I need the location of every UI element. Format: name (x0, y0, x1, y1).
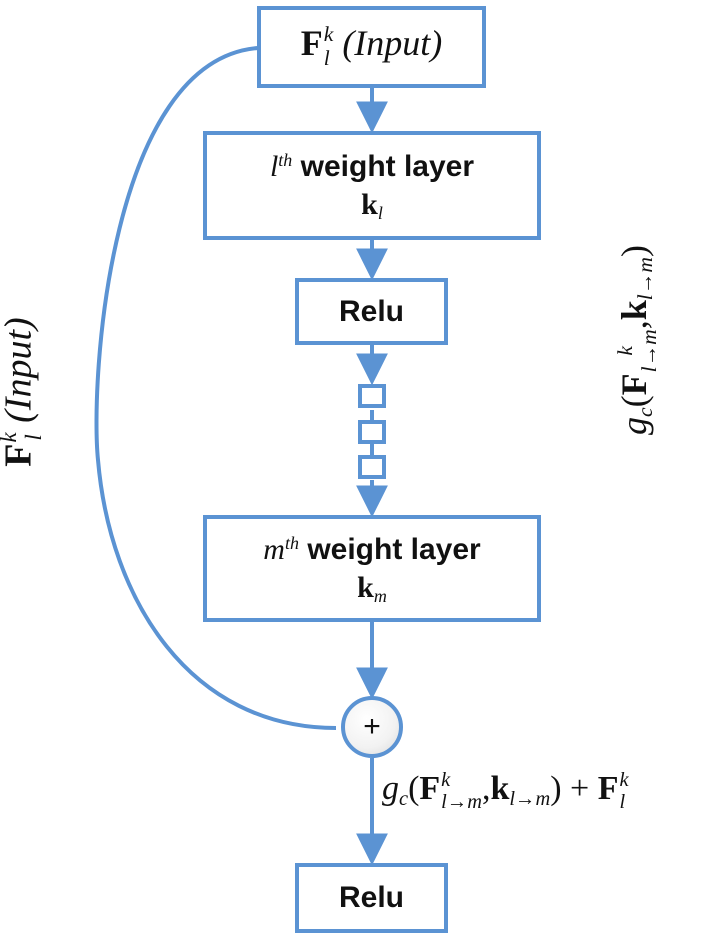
layer-l-title: weight layer (300, 149, 475, 183)
weight-layer-l: lth weight layer kl (203, 131, 541, 240)
ellipsis-box-2 (358, 420, 386, 444)
layer-m-prefix: m (263, 532, 285, 566)
relu-2-label: Relu (338, 881, 404, 914)
ellipsis-box-3 (358, 455, 386, 479)
kernel-m: k (357, 570, 374, 604)
skip-connection-label: Fkl (Input) (0, 317, 46, 467)
skip-connection-curve (94, 46, 337, 730)
weight-layer-m: mth weight layer km (203, 515, 541, 622)
layer-l-prefix: l (269, 149, 279, 183)
input-symbol: F (300, 23, 323, 64)
adder-plus-icon: + (341, 696, 403, 758)
relu-box-1: Relu (295, 278, 448, 345)
input-text: (Input) (342, 23, 443, 64)
relu-box-2: Relu (295, 863, 448, 933)
kernel-l: k (361, 187, 378, 221)
layer-m-title: weight layer (307, 532, 481, 566)
relu-1-label: Relu (338, 294, 404, 328)
ellipsis-box-1 (358, 384, 386, 408)
